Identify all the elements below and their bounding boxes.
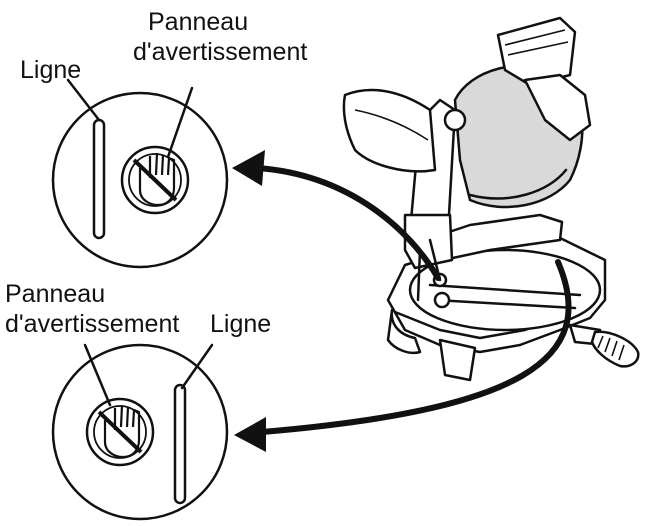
top-line-label: Ligne — [20, 56, 81, 84]
no-hand-warning-icon — [120, 145, 190, 215]
miter-saw-illustration — [342, 16, 640, 382]
top-panel-label-line2: d'avertissement — [133, 38, 307, 66]
arrow-to-top-callout — [232, 150, 441, 281]
bottom-panel-label-line2: d'avertissement — [5, 310, 179, 338]
arrow-to-bottom-callout — [234, 259, 572, 452]
top-line-mark — [92, 118, 106, 240]
top-callout — [51, 78, 229, 269]
bottom-callout — [51, 343, 229, 521]
bottom-line-label: Ligne — [210, 310, 271, 338]
bottom-line-mark — [173, 383, 187, 505]
bottom-panel-label-line1: Panneau — [5, 280, 105, 308]
top-panel-label-line1: Panneau — [148, 8, 248, 36]
no-hand-warning-icon — [85, 397, 155, 467]
